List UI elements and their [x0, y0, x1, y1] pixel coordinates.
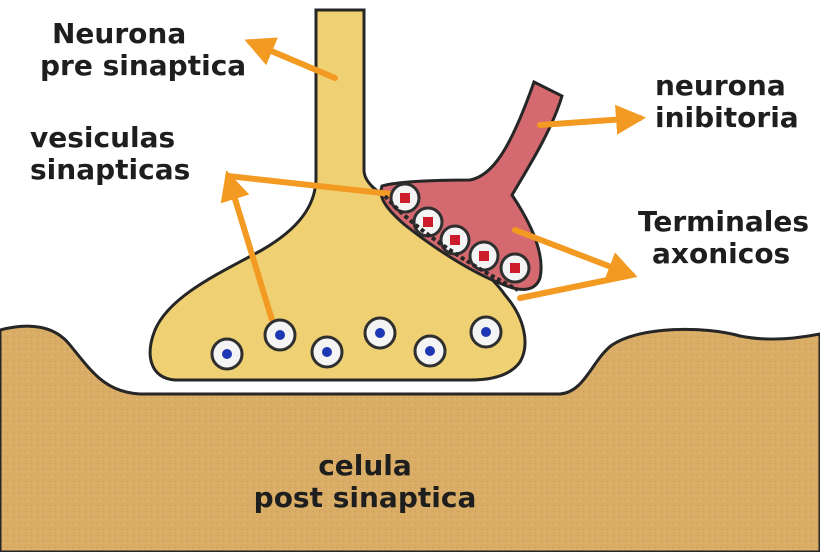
vesicle-red — [501, 254, 529, 282]
label-axon-terminals: Terminales axonicos — [638, 206, 809, 270]
label-pre-synaptic-neuron: Neurona pre sinaptica — [40, 18, 246, 82]
vesicle-blue — [265, 320, 295, 350]
vesicle-red — [414, 208, 442, 236]
vesicle-blue — [312, 337, 342, 367]
vesicle-blue — [365, 318, 395, 348]
vesicle-blue — [415, 336, 445, 366]
vesicle-red — [441, 226, 469, 254]
label-inhibitory-neuron: neurona inibitoria — [655, 70, 799, 134]
label-synaptic-vesicles: vesiculas sinapticas — [30, 122, 190, 186]
label-post-synaptic-cell: celula post sinaptica — [245, 450, 485, 514]
vesicle-blue — [471, 317, 501, 347]
vesicle-blue — [212, 339, 242, 369]
